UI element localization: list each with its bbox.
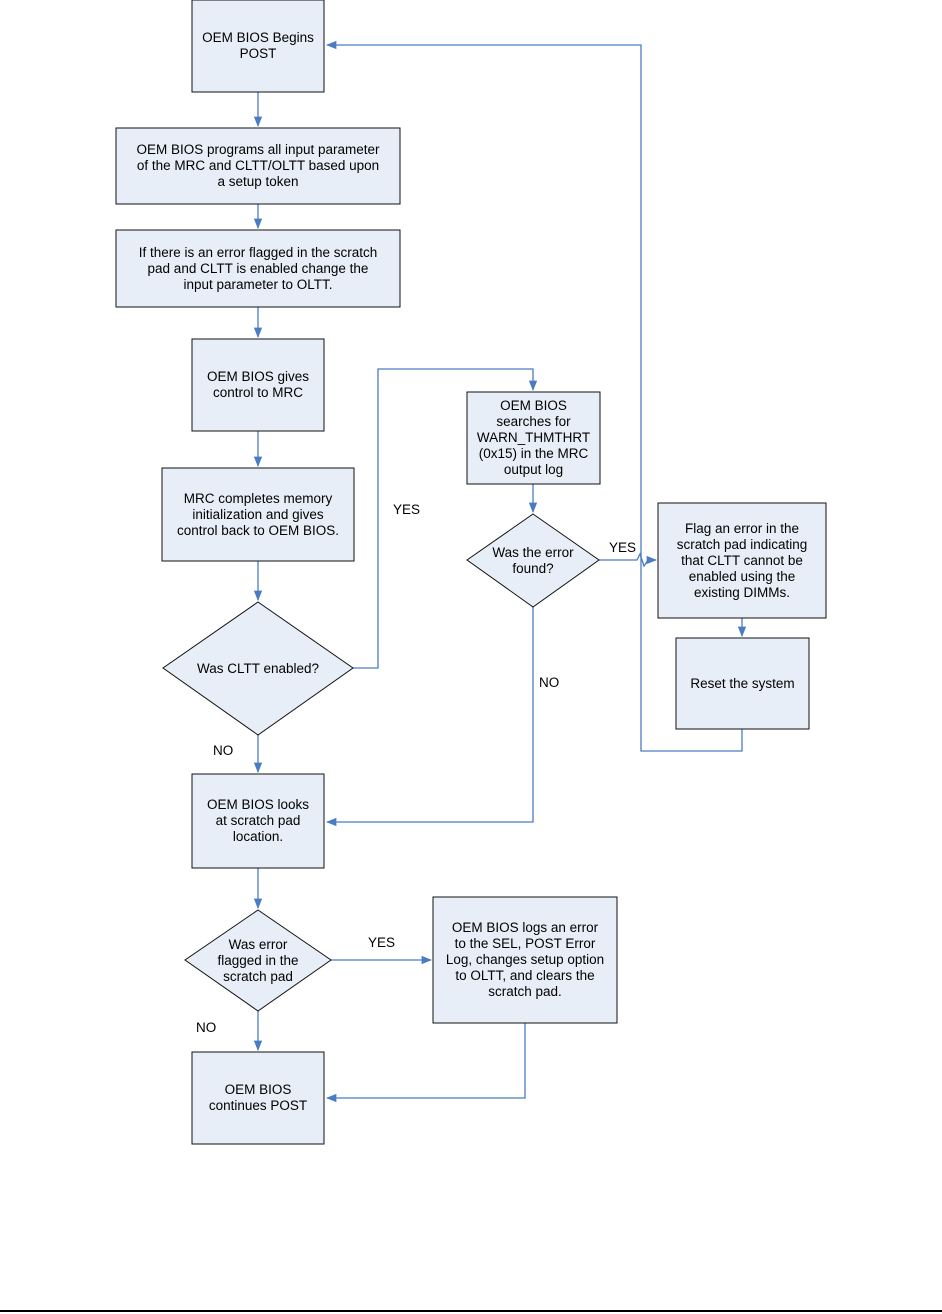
edge-logs-to-continues [325,1023,526,1103]
text-flag-error: Flag an error in the scratch pad indicat… [676,520,808,600]
box-continues-post [191,1051,325,1145]
text-give-control: OEM BIOS gives control to MRC [206,369,310,400]
text-looks-scratch: OEM BIOS looks at scratch pad location. [206,797,310,844]
box-program-params [115,127,401,205]
text-error-check: If there is an error flagged in the scra… [138,244,378,292]
box-mrc-completes [161,467,355,562]
text-was-cltt-enabled: Was CLTT enabled? [196,660,320,676]
box-error-check [115,229,401,308]
label-cltt-no: NO [213,743,234,758]
box-reset-system [675,637,810,730]
box-begin-post [191,0,325,93]
box-looks-scratch [191,773,325,869]
box-flag-error [657,502,827,619]
text-mrc-completes: MRC completes memory initialization and … [176,490,340,538]
page-footer-rule [0,1310,942,1312]
label-found-no: NO [539,675,560,690]
label-flagged-no: NO [196,1020,217,1035]
edge-found-yes-to-flag [599,552,658,568]
edge-found-no-to-looks [325,607,534,827]
box-logs-error [432,896,618,1024]
diamond-was-error-found [466,513,600,608]
box-give-control [191,338,325,432]
text-was-error-found: Was the error found? [492,544,574,576]
diamond-was-cltt-enabled [162,601,354,736]
edge-cltt-yes-to-search [353,368,538,669]
box-search-warn [466,391,601,485]
label-cltt-yes: YES [393,502,421,517]
label-flagged-yes: YES [368,935,396,950]
edge-reset-to-begin [325,40,743,752]
diamond-was-error-flagged [184,909,332,1012]
text-continues-post: OEM BIOS continues POST [208,1082,308,1113]
text-search-warn: OEM BIOS searches for WARN_THMTHRT (0x15… [476,398,591,477]
text-logs-error: OEM BIOS logs an error to the SEL, POST … [445,920,605,999]
text-was-error-flagged: Was error flagged in the scratch pad [217,936,299,984]
text-begin-post: OEM BIOS Begins POST [202,30,314,61]
text-program-params: OEM BIOS programs all input parameter of… [136,142,380,189]
text-reset-system: Reset the system [690,675,795,691]
label-found-yes: YES [609,540,637,555]
